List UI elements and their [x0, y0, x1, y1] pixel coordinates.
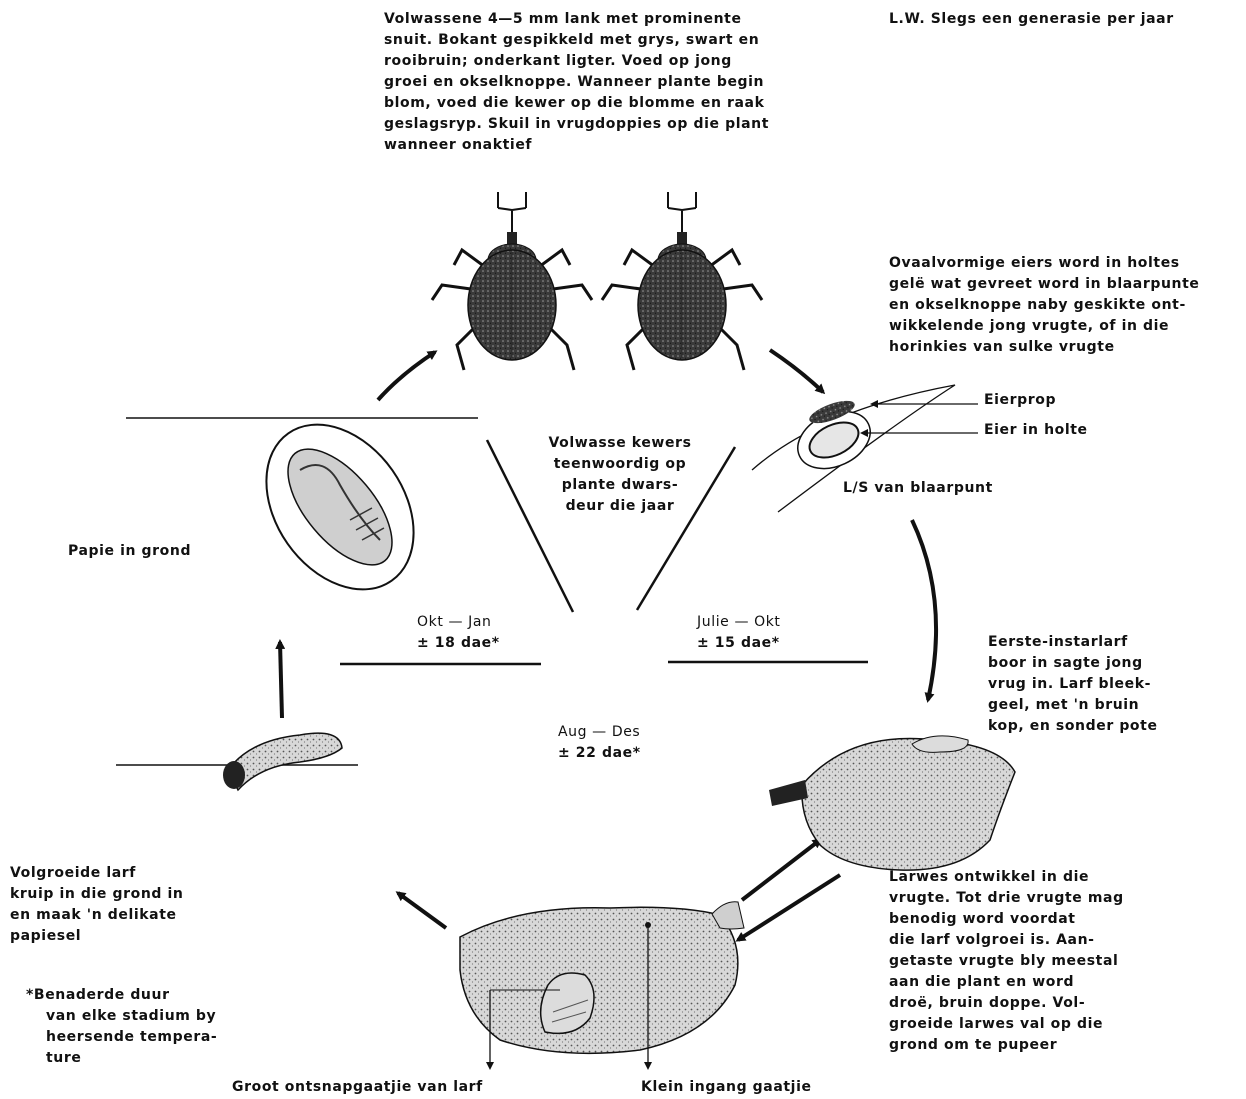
adult-description-line: geslagsryp. Skuil in vrugdoppies op die … [384, 114, 828, 135]
leaf-section-label: L/S van blaarpunt [843, 478, 993, 499]
larva-stage-period: Aug — Des ± 22 dae* [558, 722, 641, 764]
mature-larva-illustration [223, 733, 342, 790]
first-instar-line: boor in sagte jong [988, 653, 1178, 674]
arrow-to-soil [398, 893, 446, 928]
arrow-to-pupa [280, 642, 282, 718]
generation-note: L.W. Slegs een generasie per jaar [889, 9, 1229, 30]
adult-description-line: rooibruin; onderkant ligter. Voed op jon… [384, 51, 828, 72]
pupa-stage-period: Okt — Jan ± 18 dae* [417, 612, 500, 654]
footnote-line: heersende tempera- [26, 1027, 224, 1048]
arrow-to-adults [378, 352, 435, 400]
adult-description-line: blom, voed die kewer op die blomme en ra… [384, 93, 828, 114]
footnote-line: *Benaderde duur [26, 985, 224, 1006]
arrow-fruit-back [738, 875, 840, 940]
larvae-develop-line: groeide larwes val op die [889, 1014, 1141, 1035]
larvae-develop-line: droë, bruin doppe. Vol- [889, 993, 1141, 1014]
larvae-develop-line: grond om te pupeer [889, 1035, 1141, 1056]
egg-months: Julie — Okt [697, 612, 781, 633]
footnote-line: van elke stadium by [26, 1006, 224, 1027]
egg-plug-label: Eierprop [984, 390, 1056, 411]
adult-description-line: wanneer onaktief [384, 135, 828, 156]
larvae-develop-line: vrugte. Tot drie vrugte mag [889, 888, 1141, 909]
larvae-develop-line: aan die plant en word [889, 972, 1141, 993]
center-note-line: Volwasse kewers [520, 433, 720, 454]
mature-larva-line: Volgroeide larf [10, 863, 206, 884]
mature-larva-line: papiesel [10, 926, 206, 947]
egg-description-line: Ovaalvormige eiers word in holtes [889, 253, 1236, 274]
pupa-label: Papie in grond [68, 541, 191, 562]
footnote: *Benaderde duur van elke stadium by heer… [26, 985, 224, 1069]
pupa-months: Okt — Jan [417, 612, 500, 633]
adult-description-line: groei en okselknoppe. Wanneer plante beg… [384, 72, 828, 93]
larvae-develop-line: benodig word voordat [889, 909, 1141, 930]
pupa-in-cell-illustration [236, 397, 444, 618]
weevil-right-illustration [602, 192, 762, 370]
center-note-line: plante dwars- [520, 475, 720, 496]
larvae-develop-description: Larwes ontwikkel in die vrugte. Tot drie… [889, 867, 1141, 1056]
escape-hole-label: Groot ontsnapgaatjie van larf [232, 1077, 483, 1098]
egg-description-line: gelë wat gevreet word in blaarpunte [889, 274, 1236, 295]
adult-description: Volwassene 4—5 mm lank met prominente sn… [384, 9, 828, 156]
first-instar-description: Eerste-instarlarf boor in sagte jong vru… [988, 632, 1178, 737]
arrow-fruit-to-fruit [742, 840, 820, 900]
eggs-in-cavity-label: Eier in holte [984, 420, 1088, 441]
arrow-to-egg-site [770, 350, 823, 392]
weevil-left-illustration [432, 192, 592, 370]
pupa-duration: ± 18 dae* [417, 633, 500, 654]
first-instar-line: geel, met 'n bruin [988, 695, 1178, 716]
adult-description-line: snuit. Bokant gespikkeld met grys, swart… [384, 30, 828, 51]
center-note-line: deur die jaar [520, 496, 720, 517]
entry-hole-label: Klein ingang gaatjie [641, 1077, 812, 1098]
egg-description-line: wikkelende jong vrugte, of in die [889, 316, 1236, 337]
larva-duration: ± 22 dae* [558, 743, 641, 764]
larvae-develop-line: die larf volgroei is. Aan- [889, 930, 1141, 951]
center-note-line: teenwoordig op [520, 454, 720, 475]
center-note: Volwasse kewers teenwoordig op plante dw… [520, 433, 720, 517]
egg-duration: ± 15 dae* [697, 633, 781, 654]
first-instar-line: kop, en sonder pote [988, 716, 1178, 737]
larva-months: Aug — Des [558, 722, 641, 743]
egg-description-line: horinkies van sulke vrugte [889, 337, 1236, 358]
mature-larva-description: Volgroeide larf kruip in die grond in en… [10, 863, 206, 947]
egg-stage-period: Julie — Okt ± 15 dae* [697, 612, 781, 654]
fruit-larva-illustration [460, 902, 744, 1068]
first-instar-line: vrug in. Larf bleek- [988, 674, 1178, 695]
egg-description: Ovaalvormige eiers word in holtes gelë w… [889, 253, 1236, 358]
arrow-to-first-instar [912, 520, 936, 700]
footnote-line: ture [26, 1048, 224, 1069]
egg-description-line: en okselknoppe naby geskikte ont- [889, 295, 1236, 316]
mature-larva-line: en maak 'n delikate [10, 905, 206, 926]
adult-description-line: Volwassene 4—5 mm lank met prominente [384, 9, 828, 30]
larvae-develop-line: getaste vrugte bly meestal [889, 951, 1141, 972]
first-instar-line: Eerste-instarlarf [988, 632, 1178, 653]
mature-larva-line: kruip in die grond in [10, 884, 206, 905]
larvae-develop-line: Larwes ontwikkel in die [889, 867, 1141, 888]
